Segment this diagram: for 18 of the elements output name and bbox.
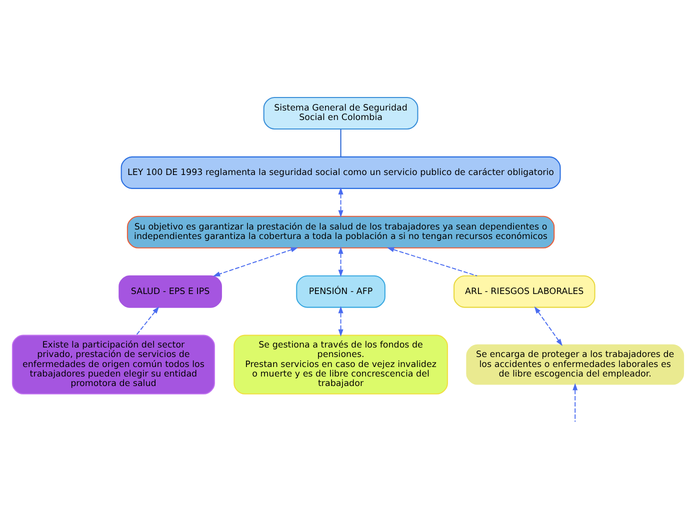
node-box: PENSIÓN - AFP xyxy=(296,275,386,308)
arrow xyxy=(338,246,344,277)
arrow xyxy=(338,187,344,218)
arrow xyxy=(534,306,562,346)
arrow xyxy=(338,306,344,337)
node-box: Se gestiona a través de los fondos de pensiones. Prestan servicios en caso de vejez invalidez o muerte y es de libre concrescencia del trabajador xyxy=(234,334,448,394)
arrow xyxy=(386,247,478,276)
node-box: Existe la participación del sector privado, prestación de servicios de enfermedades de origen común todos los trabajadores pueden elegir su entidad promotora de salud xyxy=(12,334,215,394)
node-box: Su objetivo es garantizar la prestación de la salud de los trabajadores ya sean dependientes o independientes garantiza la cobertura a toda la población a si no tengan recursos económicos xyxy=(126,216,555,248)
node-box: ARL - RIESGOS LABORALES xyxy=(453,275,596,308)
node-box: SALUD - EPS E IPS xyxy=(118,275,222,308)
arrow xyxy=(136,306,160,336)
node-box: LEY 100 DE 1993 reglamenta la seguridad social como un servicio publico de carácter obligatorio xyxy=(120,156,561,189)
node-box: Se encarga de proteger a los trabajadores de los accidentes o enfermedades laborales es de libre escogencia del empleador. xyxy=(466,344,684,385)
arrow xyxy=(572,383,578,422)
arrow xyxy=(212,247,298,276)
connector xyxy=(340,128,342,158)
node-box: Sistema General de Seguridad Social en Colombia xyxy=(263,96,418,130)
